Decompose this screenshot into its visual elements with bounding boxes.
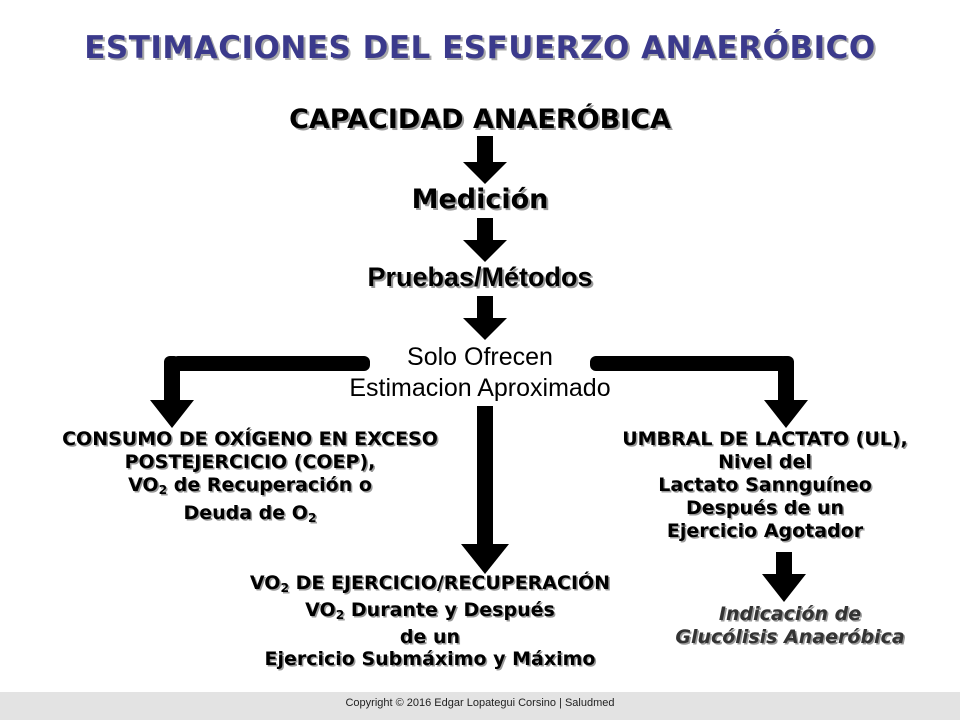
solo-line-1: Solo Ofrecen xyxy=(401,343,559,371)
node-capacidad-anaerobica: CAPACIDAD ANAERÓBICA xyxy=(289,104,671,135)
coep-line-3: VO2 de Recuperación o xyxy=(128,474,372,498)
arrow-to-ul xyxy=(590,356,808,428)
coep-line-4: Deuda de O2 xyxy=(183,502,317,526)
vo2-line-2: VO2 Durante y Después xyxy=(305,599,555,623)
node-umbral-lactato: UMBRAL DE LACTATO (UL), Nivel del Lactat… xyxy=(580,428,950,543)
coep-line-2: POSTEJERCICIO (COEP), xyxy=(124,451,376,473)
page-title: ESTIMACIONES DEL ESFUERZO ANAERÓBICO xyxy=(84,30,876,66)
arrow-medicion-to-pruebas xyxy=(463,218,507,262)
arrow-to-coep xyxy=(150,356,370,428)
ul-line-2: Nivel del xyxy=(718,451,812,473)
ind-line-1: Indicación de xyxy=(718,603,862,625)
solo-line-2: Estimacion Aproximado xyxy=(343,374,617,402)
node-indicacion-glucolisis: Indicación de Glucólisis Anaeróbica xyxy=(630,603,950,649)
footer-bar xyxy=(0,692,960,720)
vo2-line-1: VO2 DE EJERCICIO/RECUPERACIÓN xyxy=(249,572,611,596)
ul-line-3: Lactato Sannguíneo xyxy=(658,474,872,496)
vo2-line-3: de un xyxy=(399,626,461,649)
node-coep: CONSUMO DE OXÍGENO EN EXCESO POSTEJERCIC… xyxy=(10,428,490,530)
coep-line-1: CONSUMO DE OXÍGENO EN EXCESO xyxy=(62,428,438,450)
node-pruebas-metodos: Pruebas/Métodos xyxy=(367,262,593,292)
ul-line-5: Ejercicio Agotador xyxy=(666,520,864,542)
node-vo2-ejercicio: VO2 DE EJERCICIO/RECUPERACIÓN VO2 Durant… xyxy=(190,572,670,670)
vo2-line-4: Ejercicio Submáximo y Máximo xyxy=(264,648,596,671)
arrow-to-vo2-ejercicio xyxy=(461,406,509,574)
arrow-capacidad-to-medicion xyxy=(463,136,507,184)
arrow-pruebas-to-solo xyxy=(463,296,507,340)
node-solo-ofrecen: Solo Ofrecen Estimacion Aproximado xyxy=(0,342,960,404)
node-medicion: Medición xyxy=(411,184,549,215)
ul-line-1: UMBRAL DE LACTATO (UL), xyxy=(622,428,908,450)
ind-line-2: Glucólisis Anaeróbica xyxy=(675,626,905,648)
copyright-text: Copyright © 2016 Edgar Lopategui Corsino… xyxy=(345,697,615,709)
ul-line-4: Después de un xyxy=(685,497,845,519)
arrow-ul-to-indicacion xyxy=(762,552,806,602)
